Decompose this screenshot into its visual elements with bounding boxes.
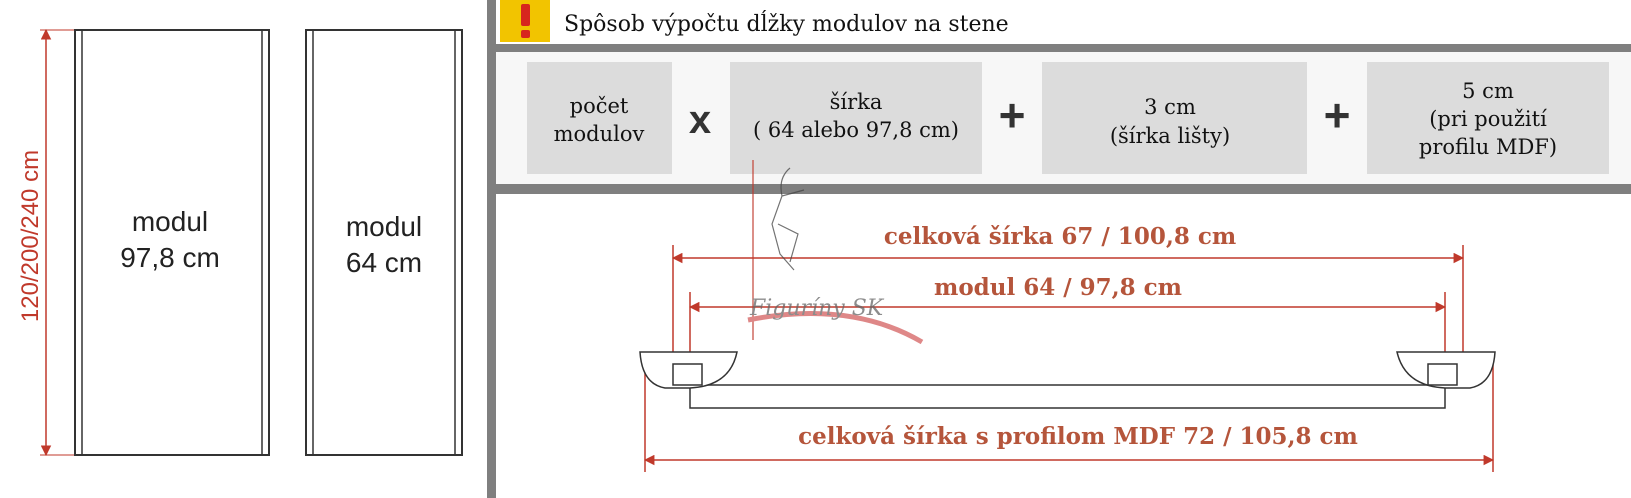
exclamation-warning-icon bbox=[500, 0, 550, 42]
box-strip-line-2: (šírka lišty) bbox=[1110, 124, 1230, 148]
dimension-drawing: celková šírka 67 / 100,8 cm modul 64 / 9… bbox=[639, 223, 1496, 472]
multiply-operator: x bbox=[689, 98, 711, 142]
plus-operator-1: + bbox=[999, 89, 1026, 141]
formula-box-count: počet modulov bbox=[527, 62, 672, 174]
header: Spôsob výpočtu dĺžky modulov na stene bbox=[496, 0, 1631, 52]
box-mdf-line-2: (pri použití bbox=[1429, 107, 1547, 131]
box-count-line-2: modulov bbox=[554, 122, 645, 146]
box-count-line-1: počet bbox=[570, 94, 629, 118]
module-large-label-1: modul bbox=[132, 206, 208, 237]
formula-box-mdf: 5 cm (pri použití profilu MDF) bbox=[1367, 62, 1609, 174]
watermark-text: Figuríny SK bbox=[749, 296, 885, 321]
vertical-separator bbox=[487, 0, 496, 498]
watermark-logo: Figuríny SK bbox=[747, 160, 924, 345]
total-width-label: celková šírka 67 / 100,8 cm bbox=[884, 223, 1236, 250]
total-width-mdf-label: celková šírka s profilom MDF 72 / 105,8 … bbox=[798, 423, 1358, 450]
module-panel-small: modul 64 cm bbox=[305, 29, 463, 456]
height-label: 120/200/240 cm bbox=[17, 150, 44, 322]
module-width-label: modul 64 / 97,8 cm bbox=[934, 274, 1182, 301]
formula-box-width: šírka ( 64 alebo 97,8 cm) bbox=[730, 62, 982, 174]
page-title: Spôsob výpočtu dĺžky modulov na stene bbox=[564, 10, 1009, 37]
right-panel: Spôsob výpočtu dĺžky modulov na stene po… bbox=[487, 0, 1631, 498]
box-mdf-line-3: profilu MDF) bbox=[1419, 135, 1557, 159]
module-panel-large: modul 97,8 cm bbox=[74, 29, 270, 456]
formula-box-strip: 3 cm (šírka lišty) bbox=[1042, 62, 1307, 174]
module-small-label-2: 64 cm bbox=[346, 247, 422, 278]
wall-profile-cross-section bbox=[639, 351, 1496, 409]
box-mdf-line-1: 5 cm bbox=[1462, 79, 1514, 103]
formula-row: počet modulov x šírka ( 64 alebo 97,8 cm… bbox=[496, 52, 1631, 194]
box-width-line-2: ( 64 alebo 97,8 cm) bbox=[753, 118, 959, 142]
height-dimension: 120/200/240 cm bbox=[17, 28, 76, 457]
module-small-label-1: modul bbox=[346, 211, 422, 242]
plus-operator-2: + bbox=[1324, 89, 1351, 141]
left-panel: 120/200/240 cm modul 97,8 cm modul 64 cm bbox=[17, 28, 463, 457]
module-large-label-2: 97,8 cm bbox=[120, 242, 220, 273]
box-strip-line-1: 3 cm bbox=[1144, 95, 1196, 119]
box-width-line-1: šírka bbox=[830, 90, 883, 114]
